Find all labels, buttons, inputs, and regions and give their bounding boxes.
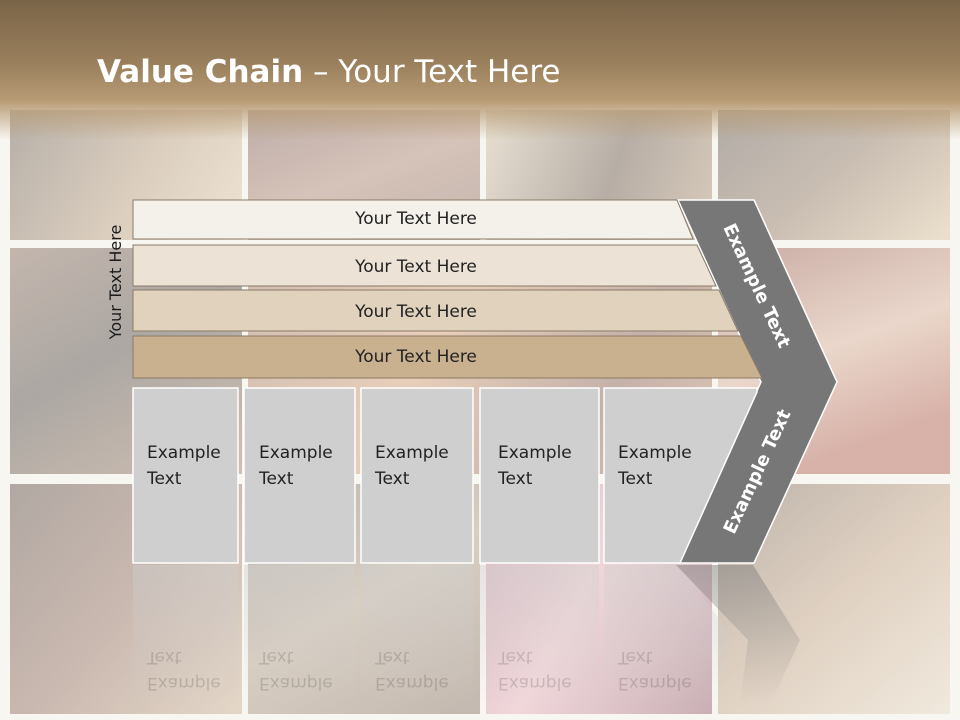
activity-box-1[interactable] [132, 387, 239, 564]
mirror-text: Example [618, 673, 692, 693]
support-activity-bands: Your Text Here Your Text Here Your Text … [132, 199, 763, 379]
title-rest-part: – Your Text Here [303, 54, 561, 90]
activity-box-4-line1: Example [498, 443, 572, 463]
mirror-text: Text [146, 647, 182, 667]
activity-box-4-line2: Text [497, 469, 533, 489]
box-reflection [604, 565, 728, 705]
band-2[interactable] [132, 244, 717, 287]
box-reflection [480, 565, 599, 705]
mirror-text: Example [375, 673, 449, 693]
activity-box-2-line1: Example [259, 443, 333, 463]
primary-activity-boxes: Example Text Example Text Example Text E… [132, 387, 758, 564]
chevron-arrow[interactable] [676, 199, 838, 564]
mirror-text: Example [498, 673, 572, 693]
band-4-label: Your Text Here [354, 347, 477, 367]
band-1-label: Your Text Here [354, 209, 477, 229]
activity-box-5-line1: Example [618, 443, 692, 463]
title-bold-part: Value Chain [97, 54, 304, 90]
box-reflection [361, 565, 473, 705]
mirror-text: Example [259, 673, 333, 693]
band-3[interactable] [132, 289, 739, 332]
activity-box-5-line2: Text [617, 469, 653, 489]
activity-box-1-line1: Example [147, 443, 221, 463]
mirror-text: Text [617, 647, 653, 667]
chevron-reflection [676, 565, 800, 705]
slide-title[interactable]: Value Chain – Your Text Here [97, 54, 560, 90]
activity-box-5[interactable] [603, 387, 758, 564]
band-2-label: Your Text Here [354, 257, 477, 277]
activity-box-2[interactable] [243, 387, 356, 564]
activity-box-3[interactable] [360, 387, 474, 564]
reflection-group: Example Text Example Text Example Text E… [133, 565, 800, 705]
activity-box-3-line2: Text [374, 469, 410, 489]
box-reflection [244, 565, 355, 705]
mirror-text: Example [147, 673, 221, 693]
mirror-text: Text [258, 647, 294, 667]
title-bar: Value Chain – Your Text Here [0, 0, 960, 140]
band-3-label: Your Text Here [354, 302, 477, 322]
activity-box-2-line2: Text [258, 469, 294, 489]
activity-box-3-line1: Example [375, 443, 449, 463]
box-reflection [133, 565, 238, 705]
activity-box-4[interactable] [479, 387, 600, 564]
activity-box-1-line2: Text [146, 469, 182, 489]
band-1[interactable] [132, 199, 694, 240]
band-4[interactable] [132, 335, 763, 379]
mirror-text: Text [497, 647, 533, 667]
mirror-text: Text [374, 647, 410, 667]
